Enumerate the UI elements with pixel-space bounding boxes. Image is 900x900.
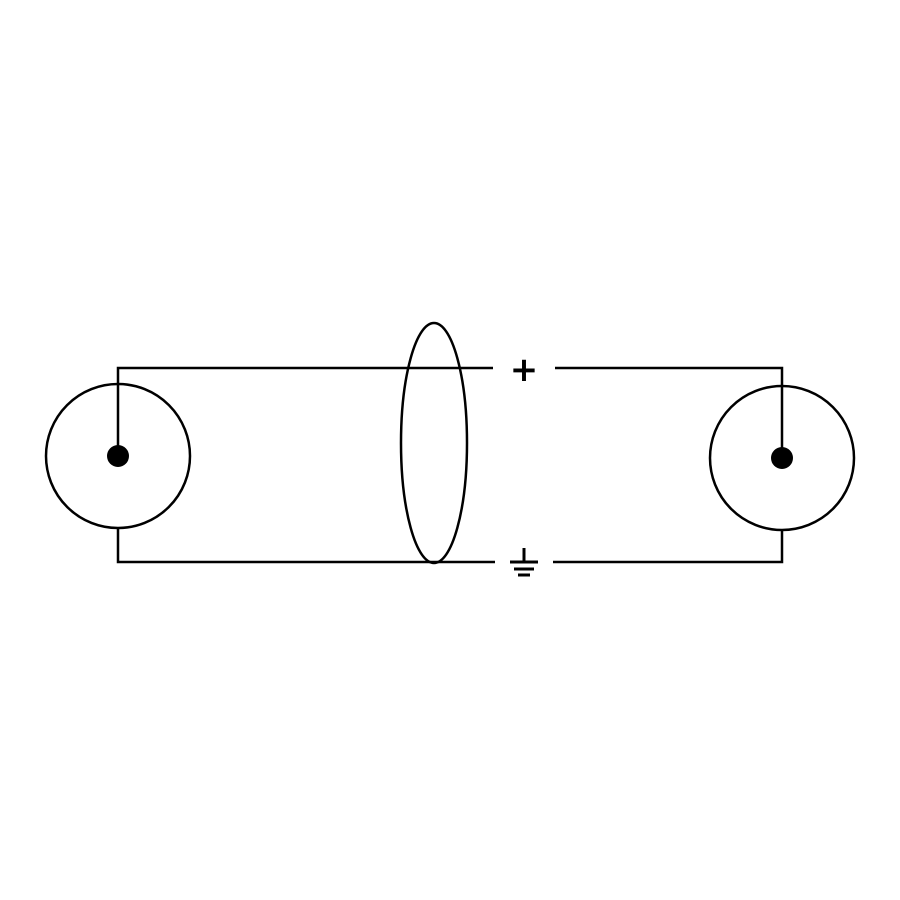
signal-label: + [510,350,539,390]
signal-wire-left [116,366,493,456]
left-connector-pin [107,445,129,467]
right-connector-pin [771,447,793,469]
ground-wire-right [553,530,784,564]
ground-icon [510,548,538,577]
ground-wire-left [116,528,495,564]
cable-shield [399,321,469,565]
signal-wire-right [555,366,784,458]
